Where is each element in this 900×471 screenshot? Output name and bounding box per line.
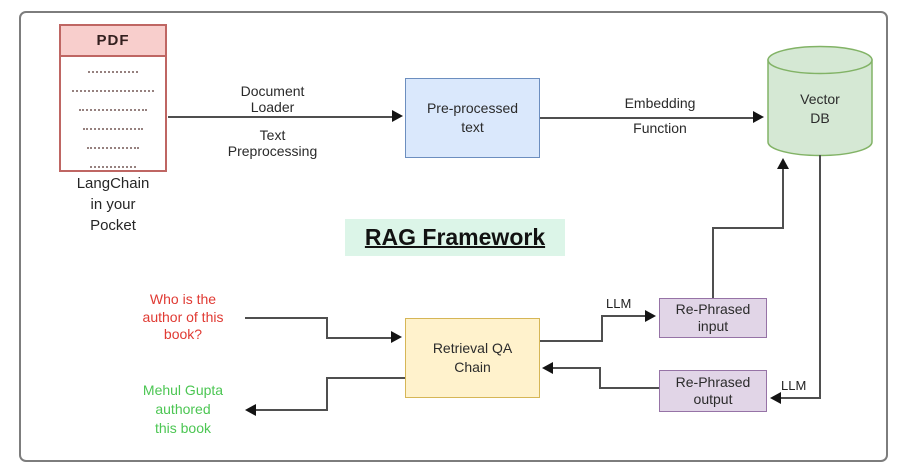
arrow-db-to-output-seg2 xyxy=(781,397,821,399)
arrow-question-head xyxy=(391,331,402,343)
arrow-output-to-qa-head xyxy=(542,362,553,374)
document-dotted-line xyxy=(82,127,144,130)
arrow-output-to-qa-seg1 xyxy=(599,387,659,389)
llm-label-top: LLM xyxy=(606,296,632,311)
pdf-dotted-lines xyxy=(61,57,165,180)
arrow-answer-seg2 xyxy=(326,377,328,411)
document-loader-label: Document Loader xyxy=(205,83,340,115)
arrow-question-seg1 xyxy=(245,317,328,319)
node-vector-db xyxy=(767,45,873,157)
arrow-answer-seg3 xyxy=(256,409,328,411)
embedding-function-label-top: Embedding xyxy=(624,95,696,111)
arrow-output-to-qa-seg2 xyxy=(599,367,601,389)
answer-line: Mehul Gupta xyxy=(142,382,224,398)
retrieval-qa-line: Chain xyxy=(454,359,491,375)
arrow-input-to-db-seg1 xyxy=(712,228,714,298)
text-preprocessing-line: Text xyxy=(259,127,286,143)
arrow-qa-to-input-seg1 xyxy=(540,340,603,342)
pdf-caption-line: in your xyxy=(90,196,136,213)
vector-db-line: DB xyxy=(810,110,830,126)
arrow-input-to-db-head xyxy=(777,158,789,169)
preprocessed-text-line: Pre-processed xyxy=(426,100,519,116)
arrow-preprocessed-to-db-line xyxy=(540,117,754,119)
question-line: book? xyxy=(163,326,203,342)
arrow-qa-to-input-head xyxy=(645,310,656,322)
arrow-db-to-output-seg1 xyxy=(819,155,821,399)
text-preprocessing-line: Preprocessing xyxy=(227,143,318,159)
document-dotted-line xyxy=(87,146,139,149)
document-dotted-line xyxy=(88,71,138,74)
database-cylinder-icon xyxy=(767,45,873,157)
pdf-header-label: PDF xyxy=(61,26,165,57)
arrow-answer-head xyxy=(245,404,256,416)
node-retrieval-qa-chain: Retrieval QA Chain xyxy=(405,318,540,398)
rephrased-input-line: Re-Phrased xyxy=(675,301,751,317)
answer-line: authored xyxy=(155,401,211,417)
llm-label-bottom: LLM xyxy=(781,378,807,393)
embedding-function-label-bottom: Function xyxy=(633,120,687,136)
rephrased-output-line: Re-Phrased xyxy=(675,374,751,390)
arrow-db-to-output-head xyxy=(770,392,781,404)
retrieval-qa-line: Retrieval QA xyxy=(432,340,513,356)
document-loader-line: Document xyxy=(240,83,305,99)
arrow-pdf-to-preprocessed-head xyxy=(392,110,403,122)
arrow-question-seg2 xyxy=(326,317,328,339)
pdf-document: PDF xyxy=(59,24,167,172)
arrow-qa-to-input-seg2 xyxy=(601,315,603,342)
answer-text: Mehul Gupta authored this book xyxy=(113,381,253,438)
document-loader-line: Loader xyxy=(250,99,295,115)
document-dotted-line xyxy=(90,165,136,168)
answer-line: this book xyxy=(154,420,212,436)
pdf-caption-line: Pocket xyxy=(90,217,136,234)
vector-db-line: Vector xyxy=(800,91,840,107)
document-dotted-line xyxy=(72,90,154,93)
arrow-preprocessed-to-db-head xyxy=(753,111,764,123)
vector-db-label: Vector DB xyxy=(767,90,873,128)
question-line: Who is the xyxy=(149,291,217,307)
question-line: author of this xyxy=(142,308,224,325)
arrow-input-to-db-seg3 xyxy=(782,169,784,228)
pdf-caption-line: LangChain xyxy=(76,175,150,192)
document-dotted-line xyxy=(78,109,148,112)
arrow-qa-to-input-seg3 xyxy=(601,315,646,317)
arrow-input-to-db-seg2 xyxy=(712,227,784,229)
arrow-output-to-qa-seg3 xyxy=(553,367,601,369)
question-text: Who is the author of this book? xyxy=(113,291,253,344)
node-rephrased-output: Re-Phrased output xyxy=(659,370,767,412)
node-preprocessed-text: Pre-processed text xyxy=(405,78,540,158)
rephrased-input-line: input xyxy=(697,318,729,334)
rephrased-output-line: output xyxy=(693,391,733,407)
diagram-title: RAG Framework xyxy=(345,219,565,256)
text-preprocessing-label: Text Preprocessing xyxy=(205,127,340,159)
arrow-question-seg3 xyxy=(326,337,392,339)
pdf-caption: LangChain in your Pocket xyxy=(59,173,167,236)
preprocessed-text-line: text xyxy=(461,119,484,135)
arrow-answer-seg1 xyxy=(326,377,405,379)
arrow-pdf-to-preprocessed-line xyxy=(168,116,393,118)
node-rephrased-input: Re-Phrased input xyxy=(659,298,767,338)
